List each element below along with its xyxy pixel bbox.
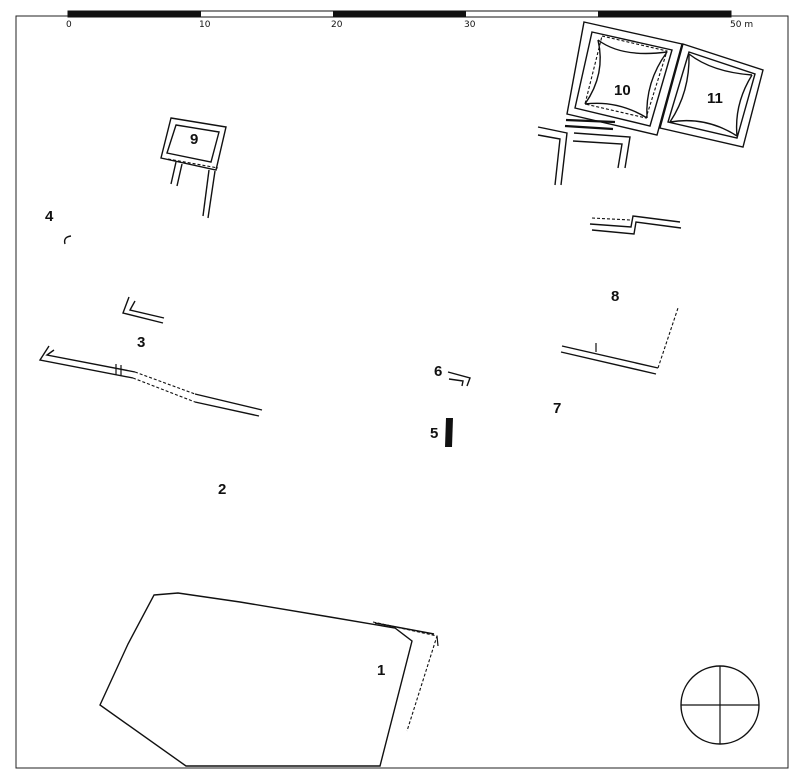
site-label-1: 1 bbox=[377, 662, 385, 679]
site-label-11: 11 bbox=[707, 90, 723, 107]
scale-label-50m: 50 m bbox=[730, 20, 753, 30]
scale-label-30: 30 bbox=[464, 20, 476, 30]
scale-segment bbox=[333, 11, 466, 17]
scale-label-20: 20 bbox=[331, 20, 343, 30]
site-label-7: 7 bbox=[553, 400, 561, 417]
site-label-9: 9 bbox=[190, 131, 198, 148]
structure-9 bbox=[160, 117, 227, 219]
structure-10 bbox=[564, 21, 683, 136]
scale-bar: 0 10 20 30 50 m bbox=[66, 10, 753, 30]
feature-6-walls bbox=[447, 371, 471, 387]
long-wall bbox=[38, 345, 263, 417]
north-cross-circle-icon bbox=[680, 665, 760, 745]
scale-label-0: 0 bbox=[66, 20, 72, 30]
site-label-2: 2 bbox=[218, 481, 226, 498]
enclosure-1 bbox=[99, 592, 439, 767]
site-label-5: 5 bbox=[430, 425, 438, 442]
scale-segment bbox=[68, 11, 201, 17]
wall-7-8-corner bbox=[560, 307, 679, 375]
wall-8-north bbox=[589, 215, 682, 235]
site-label-6: 6 bbox=[434, 363, 442, 380]
site-label-10: 10 bbox=[614, 82, 631, 99]
site-label-3: 3 bbox=[137, 334, 145, 351]
scale-segment bbox=[598, 11, 731, 17]
feature-5-block bbox=[445, 418, 453, 447]
structure-11 bbox=[659, 43, 764, 148]
map-frame bbox=[15, 15, 789, 769]
walls-near-10 bbox=[537, 126, 631, 186]
feature-3-walls bbox=[122, 296, 165, 324]
site-label-8: 8 bbox=[611, 288, 619, 305]
feature-4-arc bbox=[63, 235, 72, 245]
site-label-4: 4 bbox=[45, 208, 54, 225]
scale-label-10: 10 bbox=[199, 20, 211, 30]
